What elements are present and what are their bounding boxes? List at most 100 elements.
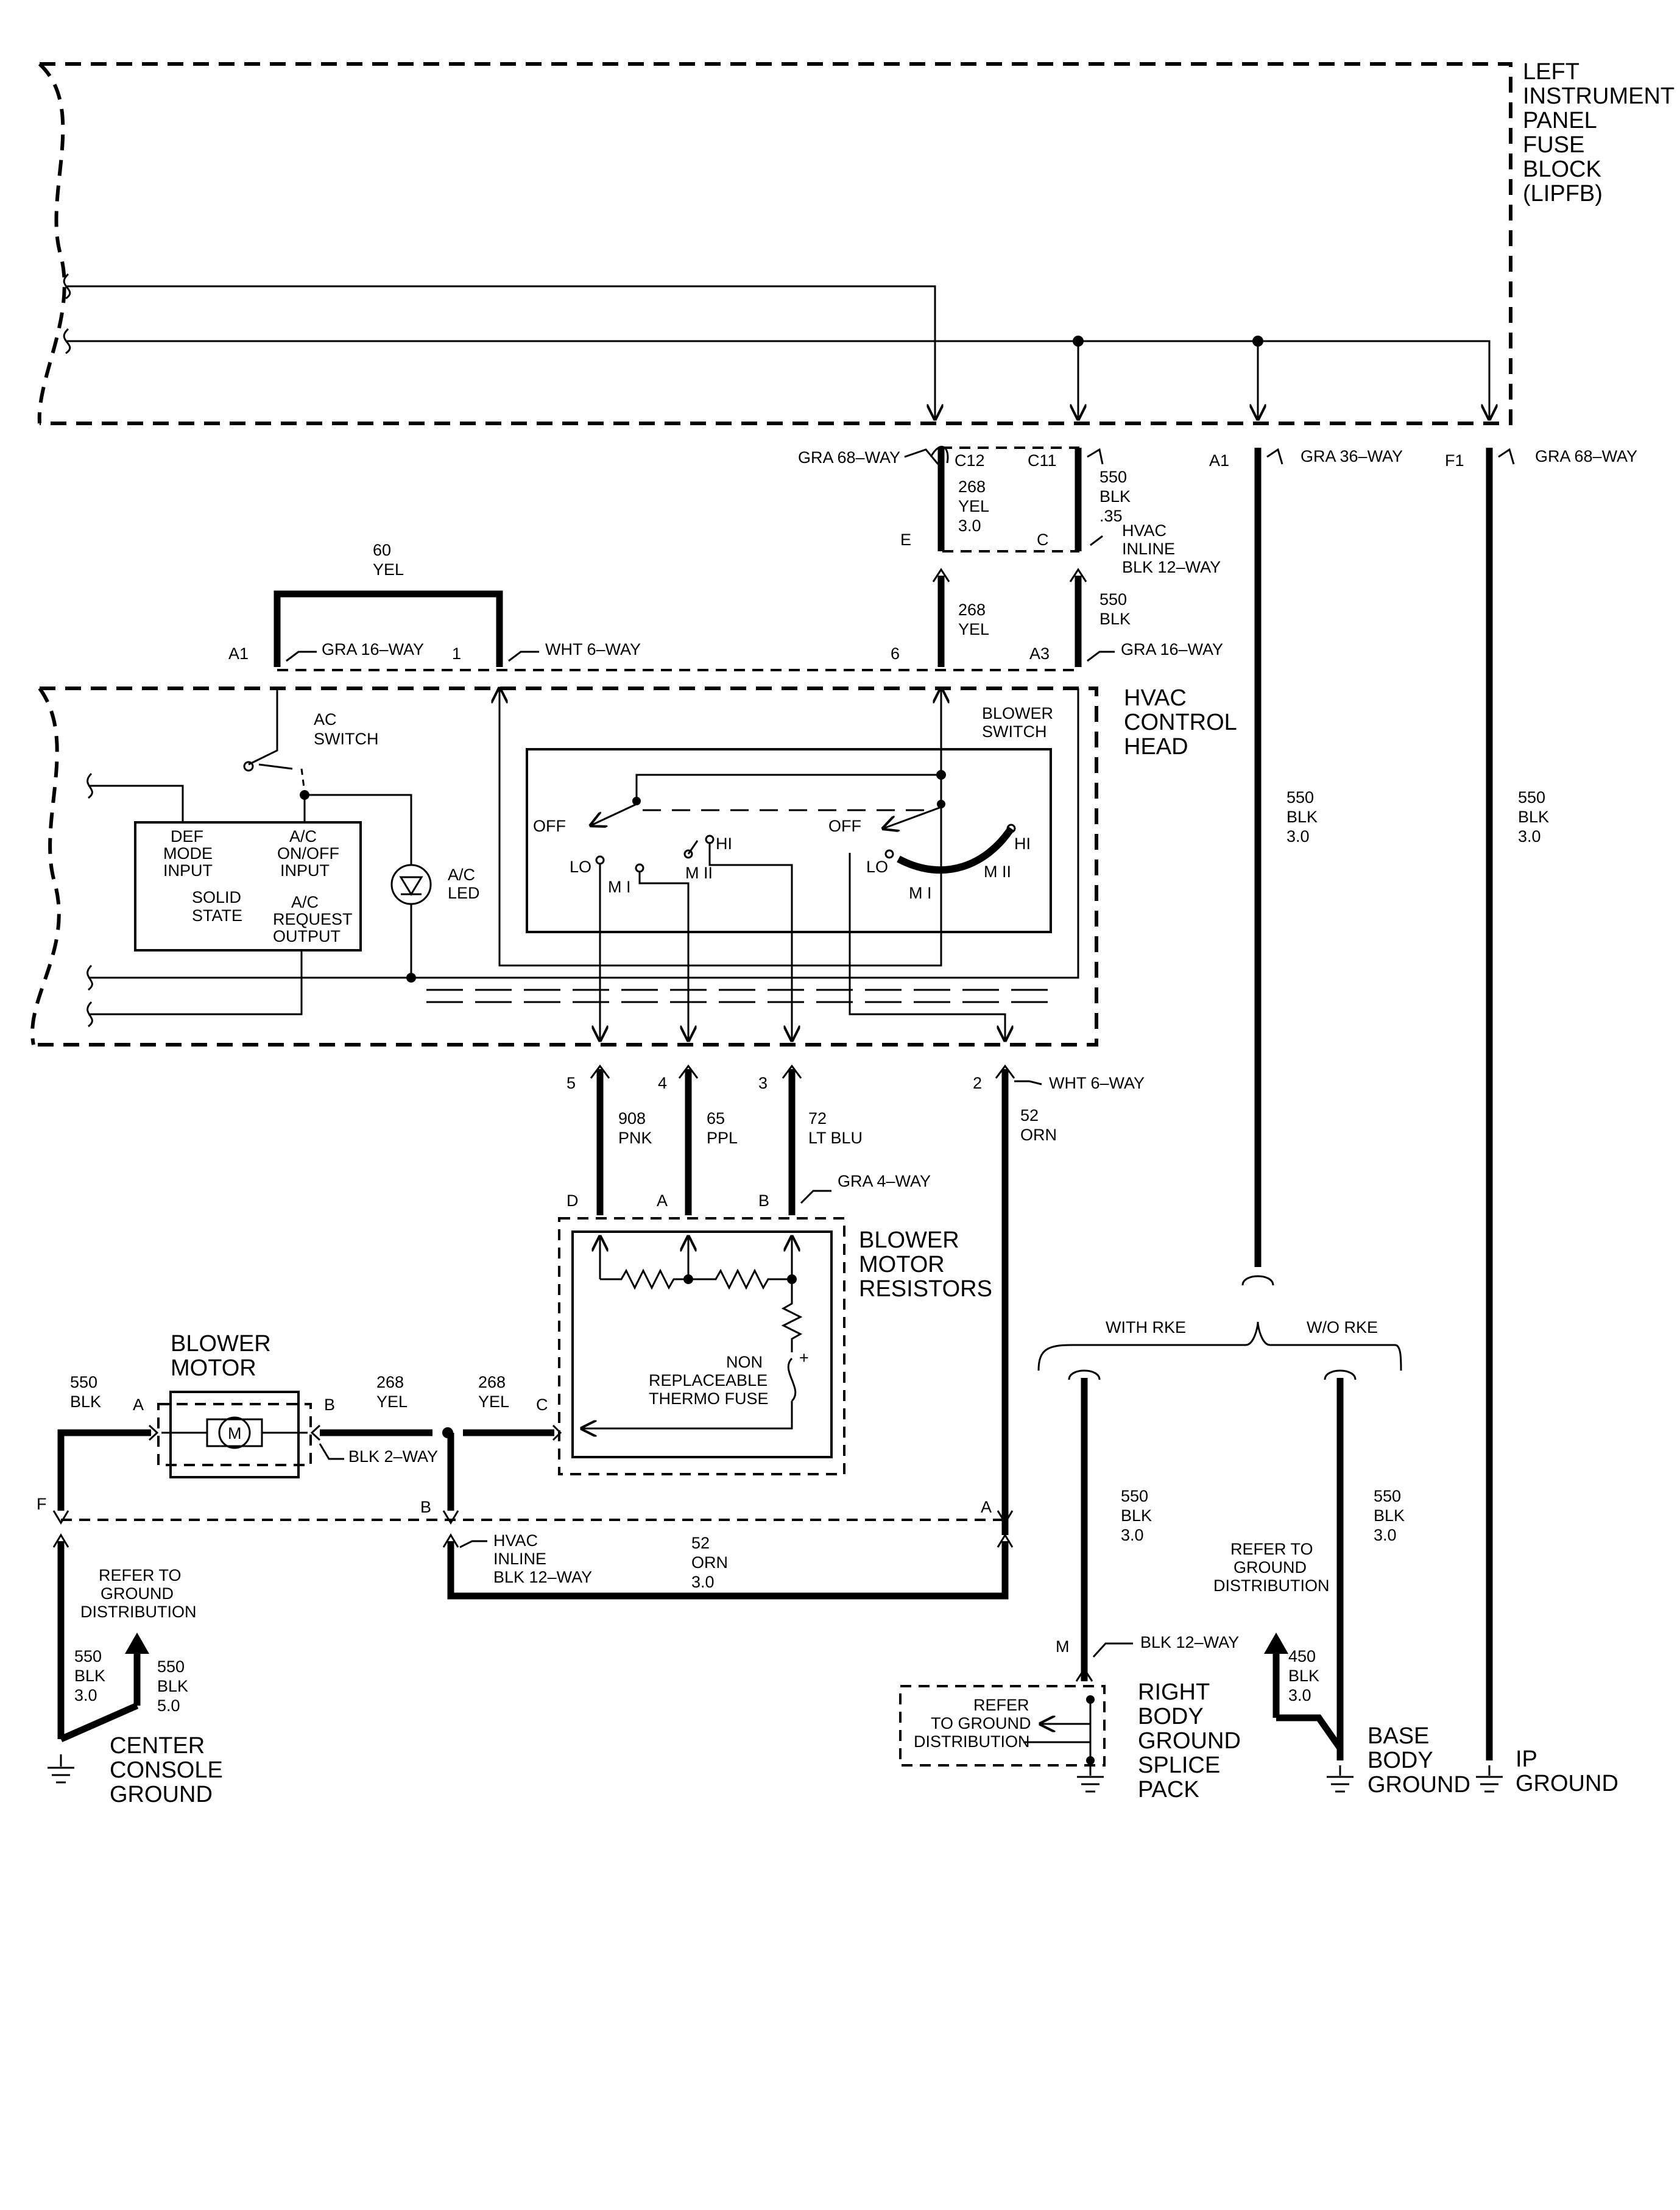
lipfb-label-1: LEFT: [1523, 59, 1579, 85]
inline1-c: BLK 12–WAY: [1122, 558, 1221, 576]
ref3-2: GROUND: [1234, 1558, 1307, 1576]
tf-plus: +: [799, 1349, 809, 1367]
bs-lo-1: LO: [570, 858, 591, 876]
lipfb-fuse-block: LEFT INSTRUMENT PANEL FUSE BLOCK (LIPFB): [37, 59, 1675, 425]
gnd-base-1: BASE: [1368, 1723, 1429, 1749]
tf-3: THERMO FUSE: [649, 1389, 769, 1408]
inline2-a: HVAC: [493, 1531, 538, 1550]
blower-motor: BLOWER MOTOR M 550 BLK A B BLK 2–WAY 268…: [57, 1331, 562, 1511]
w550b-2: BLK: [1099, 610, 1131, 628]
lower-harness: F B A HVAC INLINE BLK 12–WAY 52 ORN 3.0 …: [37, 1495, 1014, 1807]
bs-lo-2: LO: [866, 858, 888, 876]
conn-gra16-b: GRA 16–WAY: [1121, 640, 1223, 658]
w72-2: LT BLU: [808, 1129, 863, 1147]
def-mode-3: INPUT: [163, 861, 213, 880]
gnd-splice-3: GROUND: [1138, 1728, 1241, 1754]
bm-label-2: MOTOR: [171, 1355, 256, 1381]
pin-4: 4: [658, 1074, 667, 1092]
tf-2: REPLACEABLE: [649, 1371, 768, 1389]
pin-f: F: [37, 1495, 47, 1513]
pin-c: C: [1037, 531, 1049, 549]
w268a-3: 3.0: [958, 517, 981, 535]
pin-b-res: B: [758, 1191, 769, 1210]
upper-harness: GRA 68–WAY C12 C11 268 YEL 3.0 E C 550 B…: [228, 445, 1637, 1760]
w550i-1: 550: [1374, 1487, 1401, 1505]
blower-switch-1: BLOWER: [982, 704, 1053, 722]
w52b-2: ORN: [691, 1553, 728, 1572]
res-label-2: MOTOR: [859, 1252, 945, 1277]
ground-branches: WITH RKE W/O RKE 550 BLK 3.0 M BLK 12–WA…: [899, 1275, 1618, 1802]
res-pin-c: C: [536, 1396, 548, 1414]
w60-1: 60: [373, 541, 391, 559]
conn-wht6-b: WHT 6–WAY: [1049, 1074, 1145, 1092]
w268c-1: 268: [376, 1373, 404, 1391]
ref3-3: DISTRIBUTION: [1213, 1576, 1330, 1595]
w550i-3: 3.0: [1374, 1526, 1397, 1544]
res-label-1: BLOWER: [859, 1227, 959, 1253]
ref2-3: DISTRIBUTION: [914, 1732, 1030, 1751]
w550g-1: 550: [157, 1658, 185, 1676]
bs-off-2: OFF: [828, 817, 861, 835]
ac-onoff-3: INPUT: [280, 861, 330, 880]
lipfb-label-3: PANEL: [1523, 108, 1597, 133]
w268c-2: YEL: [376, 1393, 408, 1411]
pin-c11: C11: [1028, 451, 1057, 470]
pin-b2: B: [420, 1498, 431, 1516]
hvac-head-label-1: HVAC: [1124, 685, 1187, 711]
w550i-2: BLK: [1374, 1506, 1405, 1525]
pin-a2: A: [981, 1498, 992, 1516]
inline1-a: HVAC: [1122, 521, 1166, 540]
pin-d: D: [566, 1191, 579, 1210]
gnd-splice-1: RIGHT: [1138, 1679, 1210, 1705]
conn-blk12: BLK 12–WAY: [1140, 1633, 1239, 1651]
w72-1: 72: [808, 1109, 827, 1128]
rke-without: W/O RKE: [1307, 1318, 1378, 1336]
ac-switch-1: AC: [314, 710, 337, 729]
conn-gra68-b: GRA 68–WAY: [1535, 447, 1637, 465]
bs-mii-2: M II: [984, 863, 1011, 881]
w550a-3: .35: [1099, 507, 1123, 525]
ref1-1: REFER TO: [99, 1566, 182, 1584]
pin-f1: F1: [1445, 451, 1464, 470]
w52b-1: 52: [691, 1534, 710, 1552]
w550f-3: 3.0: [74, 1686, 97, 1704]
inline2-b: INLINE: [493, 1550, 546, 1568]
pin-a-res: A: [657, 1191, 668, 1210]
gnd-base-3: GROUND: [1368, 1772, 1470, 1798]
ac-switch-2: SWITCH: [314, 730, 378, 748]
hvac-head-label-3: HEAD: [1124, 734, 1188, 760]
gnd-splice-5: PACK: [1138, 1777, 1199, 1802]
pin-2: 2: [973, 1074, 982, 1092]
hvac-head-label-2: CONTROL: [1124, 710, 1237, 735]
ac-onoff-1: A/C: [289, 827, 317, 846]
w450-2: BLK: [1288, 1667, 1319, 1685]
rke-with: WITH RKE: [1106, 1318, 1186, 1336]
w550g-2: BLK: [157, 1677, 188, 1695]
inline1-b: INLINE: [1122, 540, 1175, 558]
def-mode-2: MODE: [163, 844, 213, 863]
pin-c12: C12: [955, 451, 985, 470]
ref2-1: REFER: [973, 1696, 1029, 1714]
ac-req-2: REQUEST: [273, 910, 353, 928]
w60-2: YEL: [373, 560, 404, 579]
bs-mii-1: M II: [685, 864, 713, 882]
inline2-c: BLK 12–WAY: [493, 1568, 592, 1586]
w52b-3: 3.0: [691, 1573, 715, 1591]
bm-pin-b: B: [324, 1396, 335, 1414]
motor-m: M: [228, 1424, 242, 1442]
pin-a1b: A1: [228, 644, 249, 663]
ac-req-1: A/C: [291, 893, 319, 911]
w268b-2: YEL: [958, 620, 989, 638]
bm-pin-a: A: [133, 1396, 144, 1414]
lipfb-label-2: INSTRUMENT: [1523, 83, 1675, 109]
w550c-3: 3.0: [1286, 827, 1310, 846]
w268a-2: YEL: [958, 497, 989, 515]
pin-6: 6: [891, 644, 900, 663]
bs-mi-1: M I: [608, 878, 631, 896]
pin-3: 3: [758, 1074, 768, 1092]
w550a-1: 550: [1099, 468, 1127, 486]
w65-1: 65: [707, 1109, 725, 1128]
w550h-2: BLK: [1121, 1506, 1152, 1525]
w908-1: 908: [618, 1109, 646, 1128]
tf-1: NON: [726, 1353, 763, 1371]
